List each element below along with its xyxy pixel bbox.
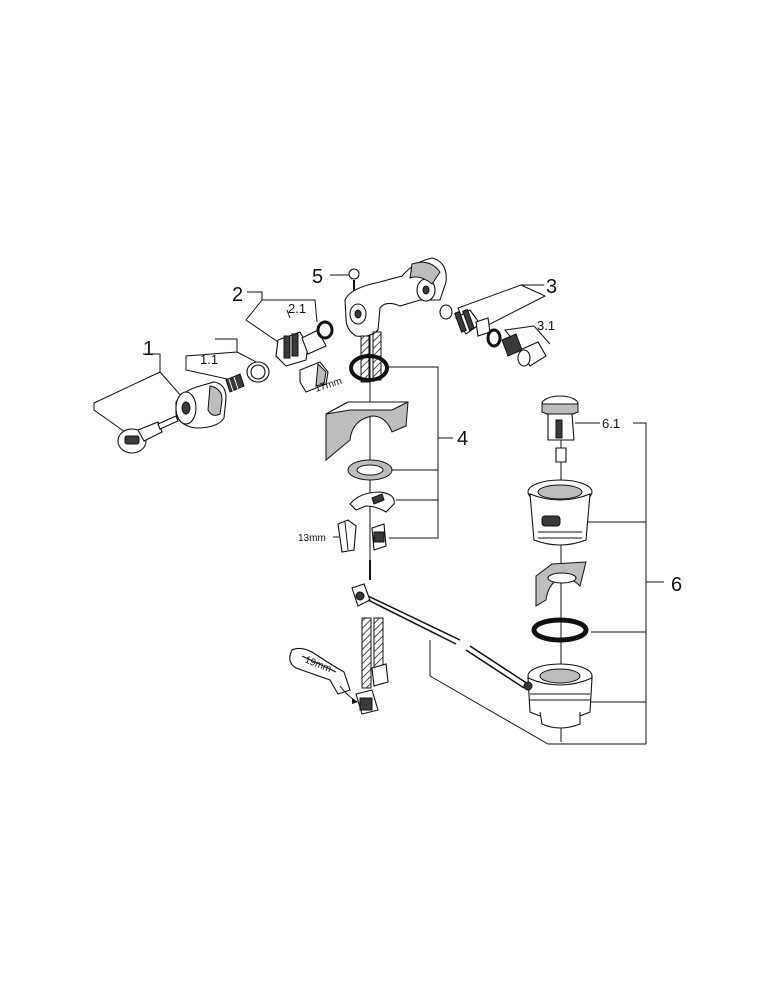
cartridge-part-2 (275, 320, 334, 393)
callout-6-1: 6.1 (602, 416, 620, 431)
handle-assembly-part-1 (117, 361, 270, 454)
callout-5: 5 (312, 266, 323, 288)
callout-2: 2 (232, 284, 243, 306)
waste-set-part-6 (523, 395, 593, 729)
callout-1-1: 1.1 (200, 352, 218, 367)
lift-rod-and-hoses (289, 583, 529, 715)
callout-3: 3 (546, 276, 557, 298)
callout-1: 1 (143, 338, 154, 360)
callout-2-1: 2.1 (288, 301, 306, 316)
wrench-13mm-label: 13mm (298, 533, 326, 544)
callout-6: 6 (671, 574, 682, 596)
callout-3-1: 3.1 (537, 318, 555, 333)
callout-4: 4 (457, 428, 468, 450)
cartridge-part-3 (439, 304, 547, 367)
mounting-set-part-4 (325, 354, 409, 580)
mixer-body (344, 257, 447, 383)
